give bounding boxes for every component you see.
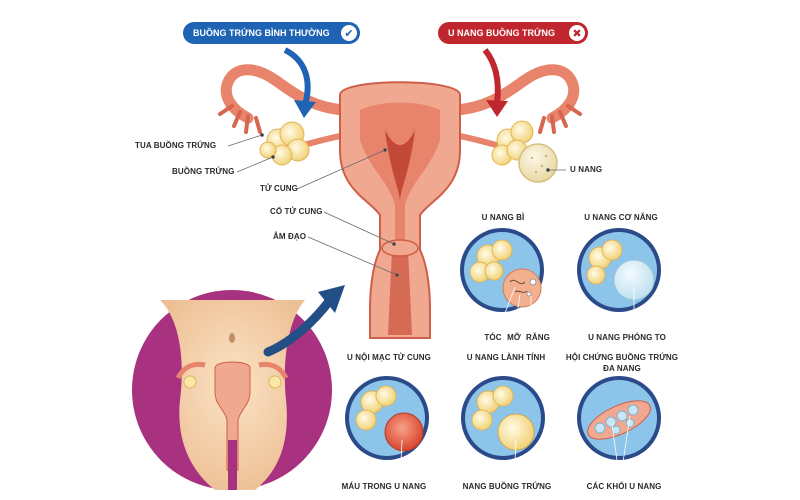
dermoid-cyst-circle	[460, 228, 544, 312]
caption-fat: MỠ	[507, 333, 521, 342]
check-icon: ✔	[341, 25, 357, 41]
normal-arrow	[283, 47, 316, 118]
caption-ovarian-follicle: NANG BUỒNG TRỨNG	[462, 482, 552, 491]
caption-teeth: RĂNG	[526, 333, 550, 342]
caption-enlarged-cyst: U NANG PHÓNG TO	[588, 333, 666, 342]
label-uterus: TỬ CUNG	[260, 184, 299, 193]
leader-lines	[227, 133, 566, 277]
caption-leaders	[399, 286, 635, 483]
functional-cyst-circle	[577, 228, 661, 312]
uterus-illustration	[218, 64, 582, 339]
normal-ovary-badge-label: BUỒNG TRỨNG BÌNH THƯỜNG	[193, 28, 330, 38]
cyst-ovary	[491, 120, 558, 183]
benign-cyst-circle	[461, 376, 545, 460]
label-ovary: BUỒNG TRỨNG	[172, 167, 235, 176]
ovarian-cyst-badge-label: U NANG BUỒNG TRỨNG	[448, 28, 555, 38]
cyst-arrow	[482, 48, 508, 117]
normal-ovary-badge: BUỒNG TRỨNG BÌNH THƯỜNG ✔	[183, 22, 360, 44]
title-endometrioma: U NỘI MẠC TỬ CUNG	[347, 353, 431, 362]
title-benign: U NANG LÀNH TÍNH	[466, 353, 546, 362]
close-icon: ✖	[569, 25, 585, 41]
label-fimbriae: TUA BUỒNG TRỨNG	[135, 141, 217, 150]
title-functional: U NANG CƠ NĂNG	[584, 213, 658, 222]
caption-blood-in-cyst: MÁU TRONG U NANG	[341, 482, 427, 491]
caption-cyst-masses: CÁC KHỐI U NANG	[586, 482, 662, 491]
pcos-circle	[577, 376, 661, 460]
caption-hair: TÓC	[484, 333, 502, 342]
endometrioma-circle	[345, 376, 429, 460]
normal-ovary	[259, 121, 310, 166]
title-dermoid: U NANG BÌ	[481, 213, 525, 222]
title-pcos: HỘI CHỨNG BUỒNG TRỨNG	[565, 353, 679, 362]
torso-inset	[132, 290, 332, 490]
label-vagina: ÂM ĐẠO	[273, 232, 307, 241]
title-pcos-line2: ĐA NANG	[603, 364, 641, 373]
zoom-arrow	[263, 285, 345, 357]
ovarian-cyst-badge: U NANG BUỒNG TRỨNG ✖	[438, 22, 588, 44]
label-cyst: U NANG	[570, 165, 603, 174]
label-cervix: CỔ TỬ CUNG	[270, 207, 323, 216]
